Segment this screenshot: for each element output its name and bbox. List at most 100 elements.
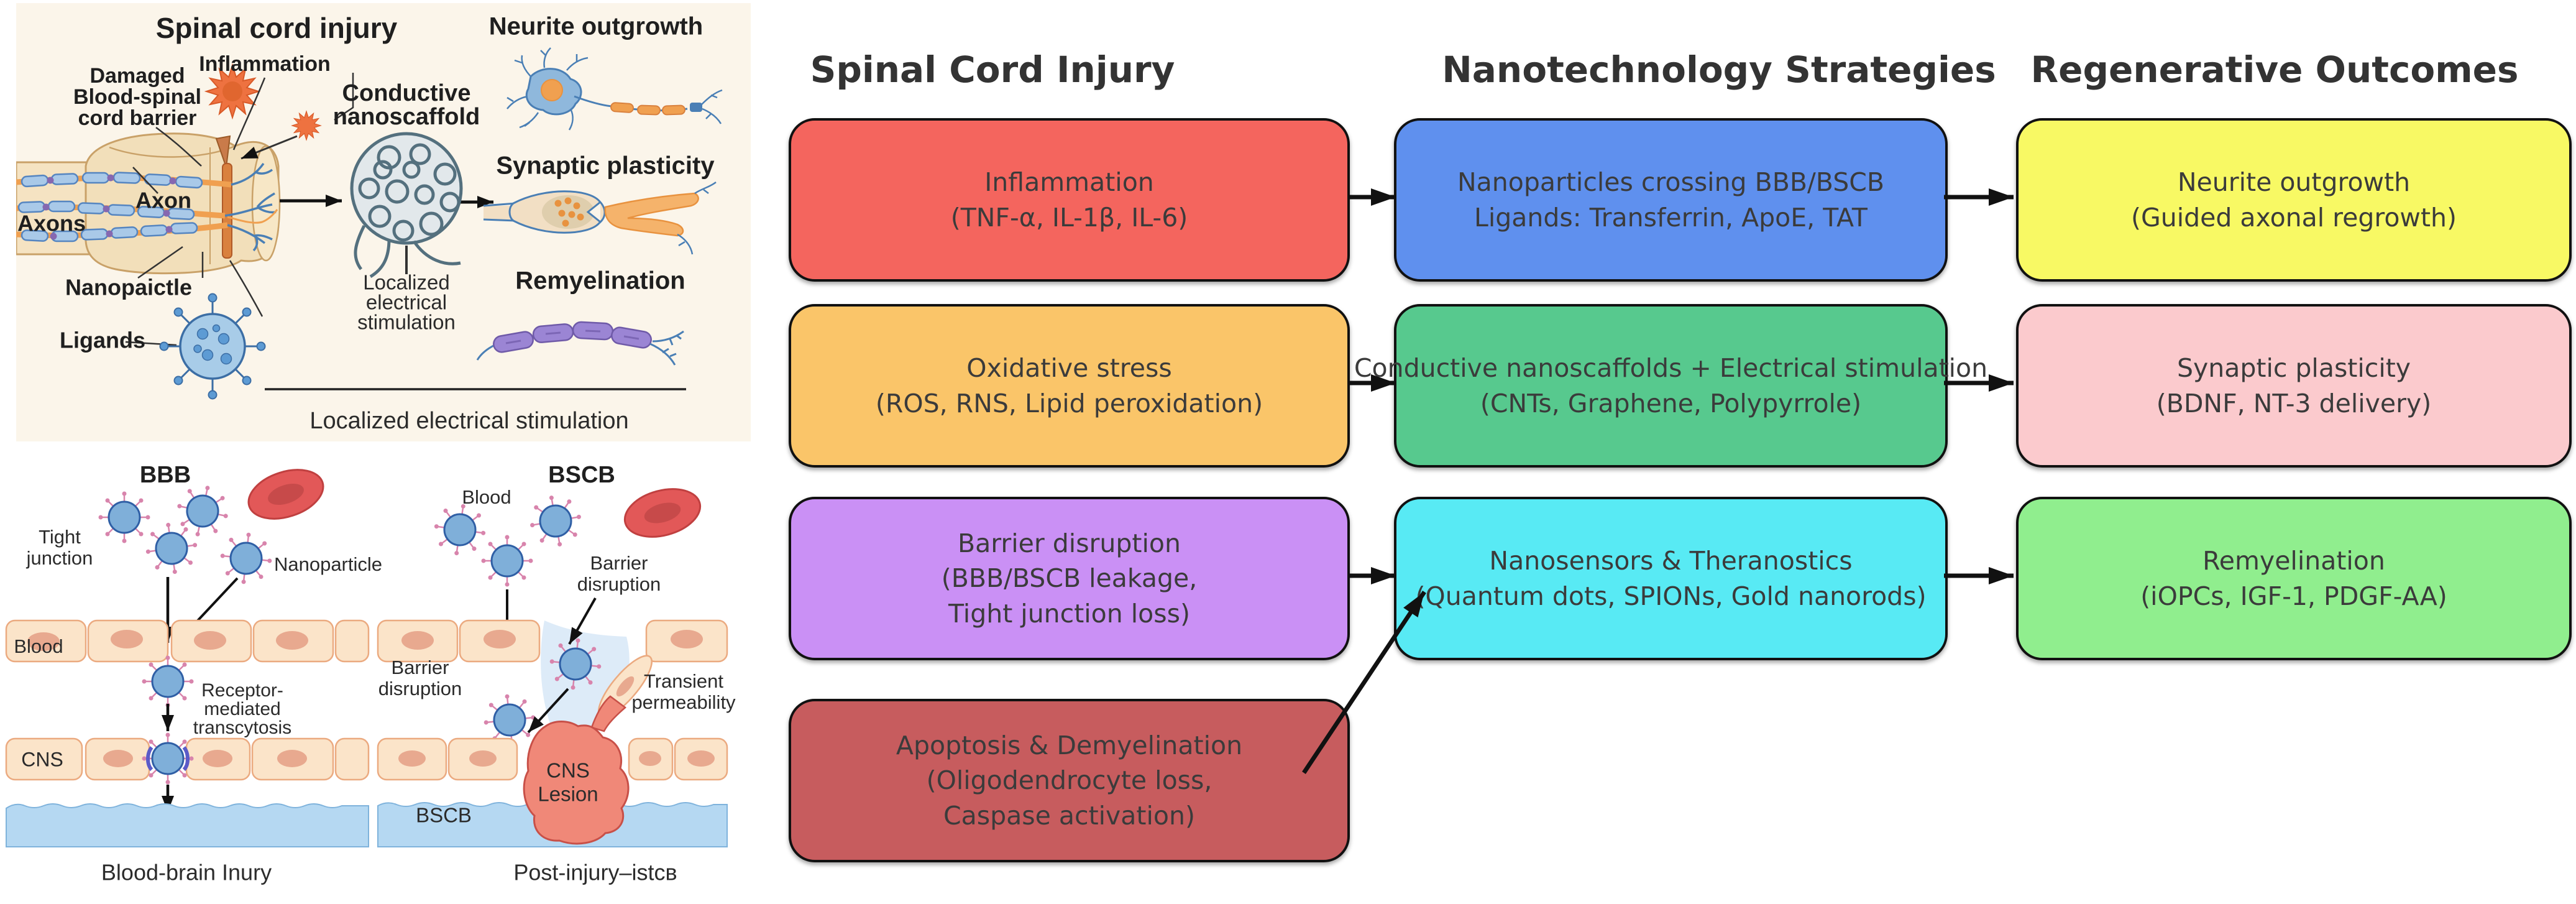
flow-box-nanoparticles-crossing: Nanoparticles crossing BBB/BSCB Ligands:… xyxy=(1394,118,1948,282)
spinal-cord-injury-illustration: Spinal cord injury Damaged Blood-spinal … xyxy=(16,3,751,441)
flow-box-line: (BDNF, NT-3 delivery) xyxy=(2156,388,2432,418)
bscb-cns-row xyxy=(377,737,728,781)
sprouting-branches xyxy=(224,162,277,252)
bbb-bscb-illustration-svg: BBB Tight junction Nanoparticle Blood Re… xyxy=(5,460,736,899)
ligands-label: Ligands xyxy=(60,328,145,353)
tight-junction-label: junction xyxy=(26,547,93,569)
bscb-bottom-label: BSCB xyxy=(416,804,472,827)
flow-box-line: Ligands: Transferrin, ApoE, TAT xyxy=(1474,202,1868,233)
column-header-regenerative-outcomes: Regenerative Outcomes xyxy=(2030,48,2519,91)
inflammation-label: Inflammation xyxy=(199,52,331,76)
flow-box-inflammation: Inflammation (TNF-α, IL-1β, IL-6) xyxy=(789,118,1350,282)
myelin-capsules xyxy=(17,172,203,242)
ligand-nanoparticle-icon xyxy=(159,293,266,400)
bbb-bscb-illustration: BBB Tight junction Nanoparticle Blood Re… xyxy=(5,460,736,899)
inflammation-starburst-icon xyxy=(206,65,321,141)
remyelination-label: Remyelination xyxy=(515,267,685,295)
axon-label: Axon xyxy=(135,188,191,213)
damaged-barrier-label: Blood-spinal xyxy=(73,85,201,109)
flow-box-line: Inflammation xyxy=(984,167,1154,197)
flow-box-line: (Quantum dots, SPIONs, Gold nanorods) xyxy=(1415,581,1927,611)
barrier-disruption-label: Barrier xyxy=(391,657,449,678)
flow-box-line: (CNTs, Graphene, Polypyrrole) xyxy=(1480,388,1862,418)
flow-box-line: Synaptic plasticity xyxy=(2176,353,2411,383)
damaged-barrier-label: cord barrier xyxy=(78,106,197,130)
transient-permeability-label: permeability xyxy=(631,691,736,713)
cns-lesion-label: Lesion xyxy=(538,783,598,806)
tight-junction-label: Tight xyxy=(39,526,81,548)
cord-crack xyxy=(215,135,231,168)
flow-box-line: (Oligodendrocyte loss, xyxy=(926,765,1212,796)
barrier-disruption-label: Barrier xyxy=(590,552,648,574)
flow-box-line: Tight junction loss) xyxy=(948,598,1190,629)
cns-lesion-label: CNS xyxy=(546,759,590,782)
transcytosis-label: transcytosis xyxy=(193,717,291,738)
bbb-caption: Blood-brain Inury xyxy=(101,860,272,885)
leader-lines xyxy=(125,73,354,346)
flow-box-line: Neurite outgrowth xyxy=(2177,167,2411,197)
flow-box-line: (ROS, RNS, Lipid peroxidation) xyxy=(875,388,1263,418)
transcytosis-label: Receptor- xyxy=(201,680,283,701)
bbb-title: BBB xyxy=(140,462,191,488)
flow-box-oxidative-stress: Oxidative stress (ROS, RNS, Lipid peroxi… xyxy=(789,304,1350,468)
arrow-leak-entry xyxy=(527,688,569,734)
flow-box-line: (iOPCs, IGF-1, PDGF-AA) xyxy=(2140,581,2447,611)
flow-box-line: Apoptosis & Demyelination xyxy=(896,730,1243,760)
column-header-nanotechnology-strategies: Nanotechnology Strategies xyxy=(1442,48,1996,91)
injury-stripe xyxy=(222,163,232,259)
cns-parenchyma-band xyxy=(6,803,369,847)
flow-box-conductive-nanoscaffolds: Conductive nanoscaffolds + Electrical st… xyxy=(1354,304,1987,468)
flow-box-remyelination: Remyelination (iOPCs, IGF-1, PDGF-AA) xyxy=(2016,497,2572,660)
flow-box-nanosensors-theranostics: Nanosensors & Theranostics (Quantum dots… xyxy=(1394,497,1948,660)
conductive-nanoscaffold-label: Conductive xyxy=(342,80,471,106)
localized-stimulation-caption: Localized electrical stimulation xyxy=(309,408,628,434)
barrier-disruption-label: disruption xyxy=(577,573,661,595)
flow-box-line: (TNF-α, IL-1β, IL-6) xyxy=(950,202,1188,233)
nanoparticle-label: Nanopaictle xyxy=(65,275,192,300)
flow-box-synaptic-plasticity: Synaptic plasticity (BDNF, NT-3 delivery… xyxy=(2016,304,2572,468)
nanoparticle-icon xyxy=(98,491,151,544)
cns-lesion-icon xyxy=(523,695,630,845)
axons-label: Axons xyxy=(17,211,86,236)
flow-box-line: Conductive nanoscaffolds + Electrical st… xyxy=(1354,353,1988,383)
flow-box-barrier-disruption: Barrier disruption (BBB/BSCB leakage, Ti… xyxy=(789,497,1350,660)
localized-stimulation-label: stimulation xyxy=(357,311,456,334)
top-illustration-title: Spinal cord injury xyxy=(156,12,398,44)
blood-cell-row xyxy=(5,619,370,663)
spinal-cord-illustration-svg: Spinal cord injury Damaged Blood-spinal … xyxy=(16,3,751,441)
flow-box-line: Caspase activation) xyxy=(943,800,1195,831)
spinal-cord-drawing xyxy=(16,132,281,275)
remyelinated-axon-icon xyxy=(476,321,684,366)
transient-permeability-label: Transient xyxy=(644,670,723,692)
synapse-icon xyxy=(483,182,717,255)
disrupted-cell-row xyxy=(377,619,728,718)
nanoscaffold-icon xyxy=(350,132,463,279)
conductive-nanoscaffold-label: nanoscaffold xyxy=(333,104,480,130)
bbb-panel: BBB Tight junction Nanoparticle Blood Re… xyxy=(5,460,382,885)
localized-stimulation-label: Localized xyxy=(363,271,449,294)
nanoparticle-icon xyxy=(480,534,534,588)
nanoparticle-label: Nanoparticle xyxy=(274,553,382,575)
blood-label: Blood xyxy=(14,635,63,657)
flow-box-line: Barrier disruption xyxy=(958,528,1181,558)
flow-box-line: (Guided axonal regrowth) xyxy=(2130,202,2457,233)
flow-box-line: Nanosensors & Theranostics xyxy=(1489,545,1853,576)
flow-box-line: Remyelination xyxy=(2202,545,2385,576)
barrier-disruption-label: disruption xyxy=(378,678,462,699)
flow-box-neurite-outgrowth: Neurite outgrowth (Guided axonal regrowt… xyxy=(2016,118,2572,282)
flow-box-line: Oxidative stress xyxy=(966,353,1172,383)
synaptic-plasticity-label: Synaptic plasticity xyxy=(496,152,715,180)
nanoparticle-icon xyxy=(141,655,195,708)
neurite-outgrowth-label: Neurite outgrowth xyxy=(489,13,703,40)
bscb-panel: BSCB Blood Barrier disruption Barrier di… xyxy=(377,462,736,885)
damaged-barrier-label: Damaged xyxy=(89,64,185,88)
bscb-title: BSCB xyxy=(548,462,615,488)
fiber-dots xyxy=(42,174,176,240)
flow-box-apoptosis-demyelination: Apoptosis & Demyelination (Oligodendrocy… xyxy=(789,699,1350,862)
flow-box-line: (BBB/BSCB leakage, xyxy=(941,563,1198,594)
arrow-barrier-disruption xyxy=(568,597,597,645)
cns-cell-row xyxy=(5,732,370,785)
transcytosis-label: mediated xyxy=(204,699,280,719)
column-header-spinal-cord-injury: Spinal Cord Injury xyxy=(810,48,1175,91)
bscb-caption: Post-injury–istcв xyxy=(513,860,677,885)
